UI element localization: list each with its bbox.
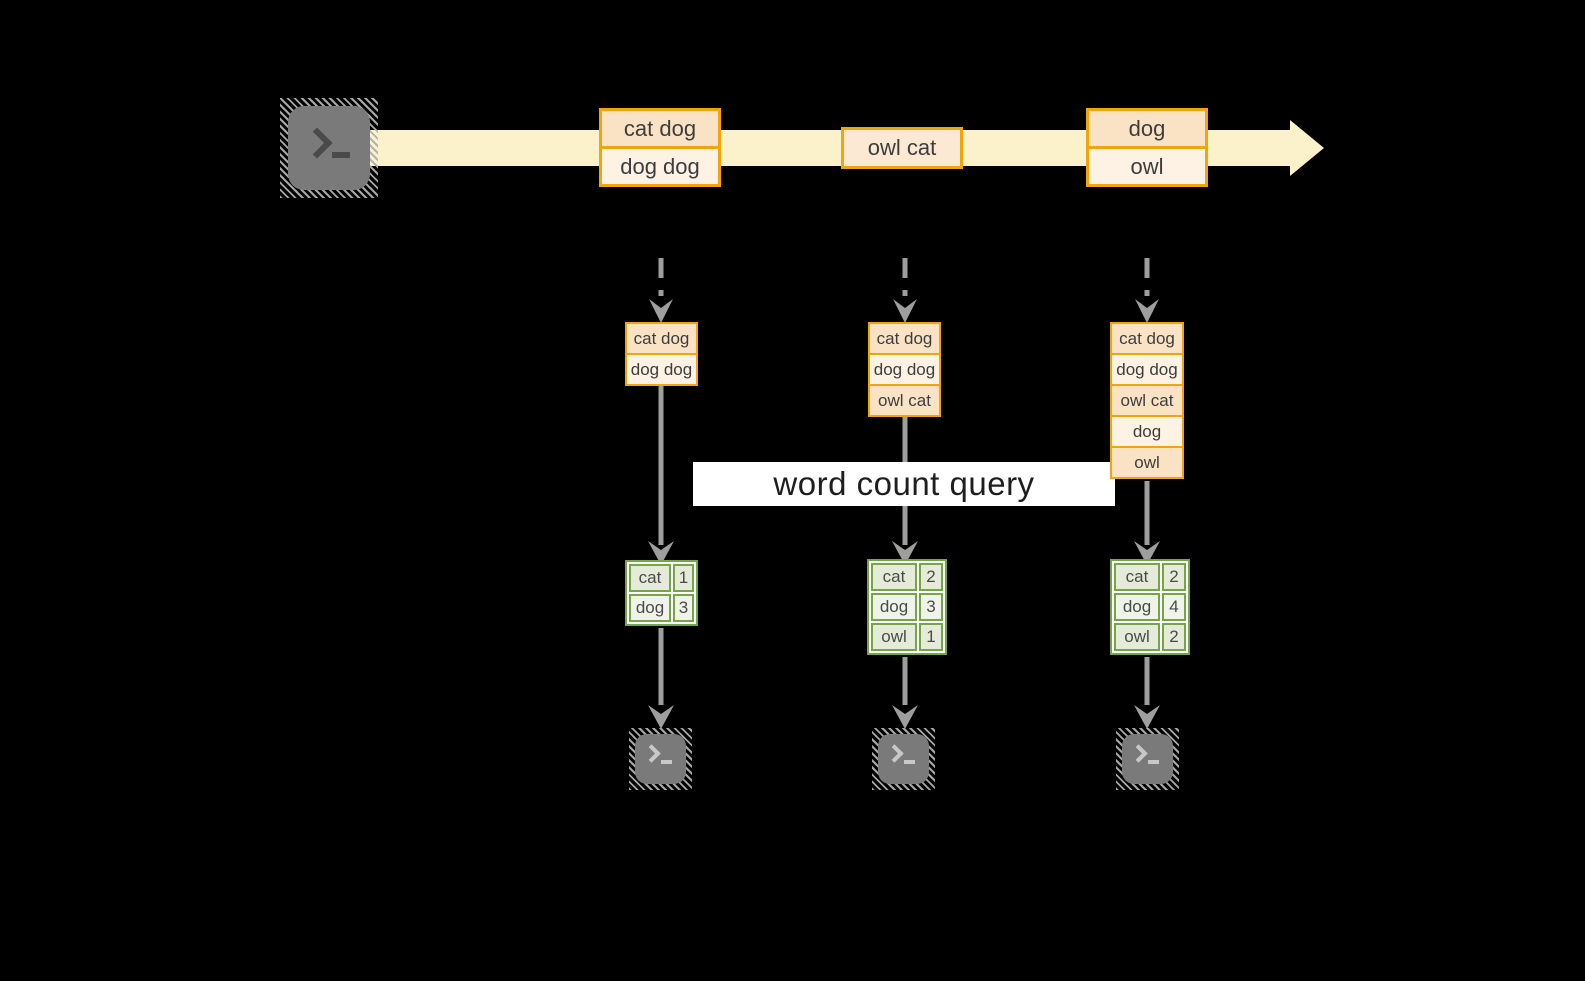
event-record: dog	[1089, 111, 1205, 146]
buffer-row: dog dog	[627, 355, 696, 384]
buffer-row: owl	[1112, 448, 1182, 477]
terminal-body	[1122, 734, 1173, 784]
dashed-arrow-head-icon	[893, 299, 917, 323]
count-word: cat	[871, 563, 917, 591]
count-word: dog	[1114, 593, 1160, 621]
count-value: 3	[919, 593, 943, 621]
terminal-cursor-icon	[904, 760, 915, 764]
count-value: 2	[919, 563, 943, 591]
buffer-row: cat dog	[627, 324, 696, 353]
event-record: dog dog	[602, 149, 718, 184]
buffer-row: dog dog	[870, 355, 939, 384]
buffer-row: dog	[1112, 417, 1182, 446]
output-arrow-head-icon	[648, 705, 674, 729]
count-value: 2	[1162, 563, 1186, 591]
event-record: owl cat	[844, 130, 960, 166]
word-count-query-label: word count query	[693, 462, 1115, 506]
stream-event-box: cat dog dog dog	[599, 108, 721, 187]
terminal-body	[635, 734, 686, 784]
terminal-cursor-icon	[332, 152, 350, 158]
buffer-row: dog dog	[1112, 355, 1182, 384]
count-word: dog	[871, 593, 917, 621]
dashed-arrow-head-icon	[649, 299, 673, 323]
count-word: cat	[1114, 563, 1160, 591]
terminal-prompt-icon	[642, 744, 661, 763]
event-record: cat dog	[602, 111, 718, 146]
sink-terminal-icon	[1116, 728, 1179, 790]
count-value: 1	[673, 564, 694, 592]
stream-arrowhead-icon	[1290, 120, 1324, 176]
dashed-arrow-head-icon	[1135, 299, 1159, 323]
buffer-stack: cat dog dog dog	[625, 322, 698, 386]
terminal-body	[878, 734, 929, 784]
terminal-cursor-icon	[1148, 760, 1159, 764]
buffer-row: cat dog	[1112, 324, 1182, 353]
output-arrow-head-icon	[1134, 705, 1160, 729]
source-terminal-icon	[280, 98, 378, 198]
stream-event-box: dog owl	[1086, 108, 1208, 187]
count-table: cat 2 dog 3 owl 1	[867, 559, 947, 655]
output-arrow-head-icon	[892, 705, 918, 729]
terminal-prompt-icon	[1129, 744, 1148, 763]
count-word: owl	[871, 623, 917, 651]
count-value: 1	[919, 623, 943, 651]
buffer-row: cat dog	[870, 324, 939, 353]
stream-event-box: owl cat	[841, 127, 963, 169]
count-value: 4	[1162, 593, 1186, 621]
buffer-stack: cat dog dog dog owl cat	[868, 322, 941, 417]
terminal-cursor-icon	[661, 760, 672, 764]
count-value: 3	[673, 594, 694, 622]
count-value: 2	[1162, 623, 1186, 651]
buffer-stack: cat dog dog dog owl cat dog owl	[1110, 322, 1184, 479]
terminal-prompt-icon	[301, 127, 333, 159]
count-table: cat 2 dog 4 owl 2	[1110, 559, 1190, 655]
event-record: owl	[1089, 149, 1205, 184]
count-word: cat	[629, 564, 671, 592]
count-word: dog	[629, 594, 671, 622]
count-word: owl	[1114, 623, 1160, 651]
buffer-row: owl cat	[1112, 386, 1182, 415]
buffer-row: owl cat	[870, 386, 939, 415]
terminal-prompt-icon	[885, 744, 904, 763]
count-table: cat 1 dog 3	[625, 560, 698, 626]
sink-terminal-icon	[872, 728, 935, 790]
terminal-body	[288, 106, 370, 190]
sink-terminal-icon	[629, 728, 692, 790]
